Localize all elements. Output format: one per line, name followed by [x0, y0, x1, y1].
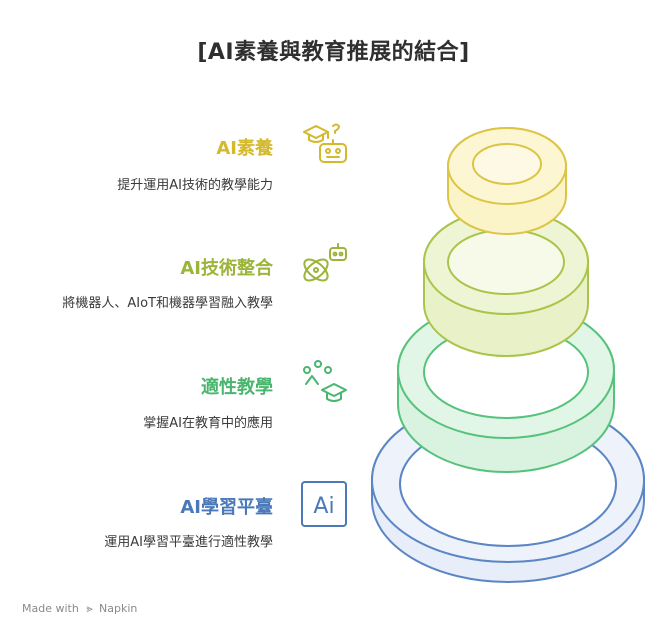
footer-brand: Napkin: [99, 602, 138, 615]
atom-robot-icon: [303, 243, 347, 282]
level-1-title: AI素養: [216, 138, 273, 159]
ai-badge-text: Ai: [313, 494, 334, 519]
level-3-description: 掌握AI在教育中的應用: [143, 416, 273, 431]
stacked-rings-diagram: [371, 127, 645, 583]
ring-2: [423, 209, 589, 357]
level-2-description: 將機器人、AIoT和機器學習融入教學: [62, 296, 273, 311]
napkin-logo-icon: ⪢: [86, 602, 93, 615]
level-4-title: AI學習平臺: [180, 497, 273, 518]
level-3-title: 適性教學: [201, 377, 273, 398]
level-1-description: 提升運用AI技術的教學能力: [117, 178, 273, 193]
level-4-description: 運用AI學習平臺進行適性教學: [104, 535, 273, 550]
ai-badge-icon: Ai: [301, 481, 347, 527]
graduation-cap-robot-icon: [303, 123, 347, 163]
footer-made-with: Made with: [22, 602, 79, 615]
page-title: [AI素養與教育推展的結合]: [197, 40, 470, 65]
graduation-cap-people-icon: [303, 360, 347, 402]
footer-credit: Made with ⪢ Napkin: [22, 602, 137, 616]
level-2-title: AI技術整合: [180, 258, 273, 279]
ring-1: [447, 127, 567, 235]
